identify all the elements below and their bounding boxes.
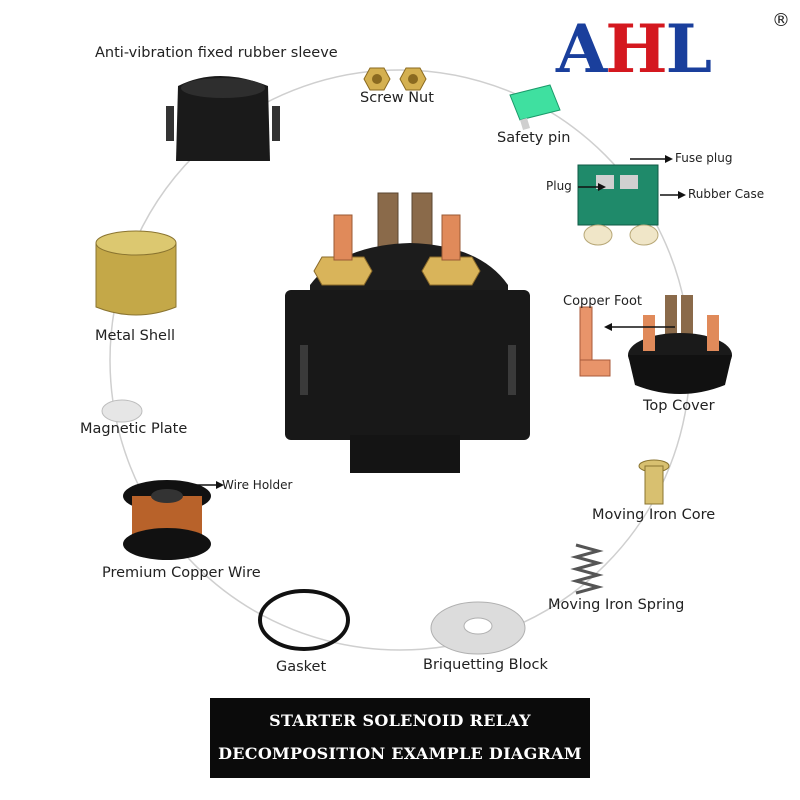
label-moving-iron-core: Moving Iron Core — [592, 507, 716, 523]
wire-holder-arrow — [190, 481, 224, 489]
moving-iron-core-image — [638, 459, 670, 505]
copper-foot-image — [579, 306, 611, 377]
label-copper-wire: Premium Copper Wire — [102, 565, 261, 581]
label-moving-iron-spring: Moving Iron Spring — [548, 597, 685, 613]
rubber-case-image — [577, 164, 659, 246]
label-rubber-case: Rubber Case — [688, 187, 765, 201]
screw-nut-image — [363, 67, 427, 91]
logo-letter-a: A — [556, 10, 607, 88]
central-relay-image — [285, 192, 530, 473]
moving-iron-spring-image — [570, 543, 604, 595]
label-magnetic-plate: Magnetic Plate — [80, 421, 188, 437]
registered-mark: ® — [772, 10, 790, 31]
brand-logo: AHL — [556, 10, 712, 88]
fuse-plug-arrows — [578, 155, 686, 199]
safety-pin-image — [509, 84, 561, 130]
label-plug: Plug — [546, 179, 572, 193]
top-cover-image — [628, 295, 732, 394]
logo-letter-h: H — [605, 10, 667, 88]
briquetting-block-image — [430, 601, 526, 655]
copper-wire-image — [123, 480, 211, 560]
metal-shell-image — [95, 230, 177, 316]
logo-letter-l: L — [665, 10, 712, 88]
label-briquetting-block: Briquetting Block — [423, 657, 548, 673]
magnetic-plate-image — [101, 399, 143, 423]
copper-foot-arrow — [604, 323, 675, 331]
label-wire-holder: Wire Holder — [222, 478, 293, 492]
banner-line-1: STARTER SOLENOID RELAY — [269, 711, 531, 730]
gasket-image — [258, 589, 350, 651]
label-copper-foot: Copper Foot — [563, 294, 643, 309]
rubber-sleeve-image — [166, 76, 280, 161]
title-banner: STARTER SOLENOID RELAY DECOMPOSITION EXA… — [210, 698, 590, 778]
label-safety-pin: Safety pin — [497, 130, 571, 146]
label-metal-shell: Metal Shell — [95, 328, 176, 344]
label-screw-nut: Screw Nut — [360, 90, 434, 106]
label-sleeve: Anti-vibration fixed rubber sleeve — [95, 45, 338, 61]
banner-line-2: DECOMPOSITION EXAMPLE DIAGRAM — [218, 744, 582, 763]
label-top-cover: Top Cover — [643, 398, 715, 414]
label-fuse-plug: Fuse plug — [675, 151, 733, 165]
label-gasket: Gasket — [276, 659, 327, 675]
